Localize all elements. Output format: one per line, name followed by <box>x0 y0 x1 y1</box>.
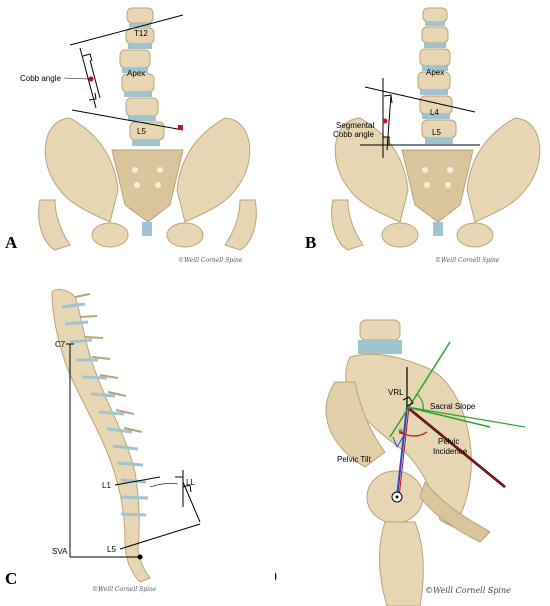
panel-d: VRL Sacral Slope Pelvic Incidence Pelvic… <box>275 272 550 606</box>
sva-plumb-point <box>137 554 143 560</box>
c7-label: C7 <box>55 340 66 349</box>
l1-label: L1 <box>102 481 111 490</box>
cobb-angle-marker-a <box>88 76 94 82</box>
panel-a: Cobb angle T12 Apex L5 A ©Weill Cornell … <box>0 0 275 272</box>
signature-a: ©Weill Cornell Spine <box>178 257 243 264</box>
panel-c: C7 L1 LL L5 SVA C ©Weill Cornell Spine <box>0 272 275 606</box>
panel-letter-a: A <box>5 233 18 252</box>
panel-letter-d: D <box>275 567 277 586</box>
b-label: B <box>399 430 403 436</box>
ll-label: LL <box>186 478 195 487</box>
segmental-label-line2: Cobb angle <box>333 130 374 139</box>
signature-c: ©Weill Cornell Spine <box>92 586 157 593</box>
segmental-label-line1: Segmental <box>336 121 374 130</box>
segmental-cobb-marker <box>382 118 388 124</box>
l4-label-b: L4 <box>430 108 439 117</box>
lateral-spine-illustration <box>51 289 151 583</box>
panel-letter-b: B <box>305 233 316 252</box>
panel-b: Segmental Cobb angle Apex L4 L5 B ©Weill… <box>275 0 550 272</box>
l5-label-b: L5 <box>432 128 441 137</box>
apex-label-a: Apex <box>127 69 145 78</box>
cobb-angle-label-a: Cobb angle <box>20 74 61 83</box>
sagittal-alignment-lines <box>66 343 201 558</box>
cobb-angle-lines-a <box>69 14 184 131</box>
sva-label: SVA <box>52 547 68 556</box>
pelvic-tilt-label: Pelvic Tilt <box>337 455 372 464</box>
segmental-cobb-lines-b <box>360 78 480 158</box>
apex-label-b: Apex <box>426 68 444 77</box>
pelvic-parameter-lines <box>389 341 526 498</box>
pelvic-incidence-label-line1: Pelvic <box>438 437 459 446</box>
sacral-slope-label: Sacral Slope <box>430 402 476 411</box>
t12-label: T12 <box>134 29 148 38</box>
l5-label-a: L5 <box>137 127 146 136</box>
pelvis-illustration-a <box>38 117 257 251</box>
pelvic-incidence-label-line2: Incidence <box>433 447 468 456</box>
vrl-label: VRL <box>388 388 404 397</box>
l5-label-c: L5 <box>107 545 116 554</box>
pelvis-illustration-b <box>331 117 541 251</box>
signature-b: ©Weill Cornell Spine <box>435 257 500 264</box>
spine-illustration-b <box>417 7 457 144</box>
panel-letter-c: C <box>5 569 17 588</box>
spine-illustration-a <box>119 7 165 146</box>
signature-d: ©Weill Cornell Spine <box>425 586 511 595</box>
